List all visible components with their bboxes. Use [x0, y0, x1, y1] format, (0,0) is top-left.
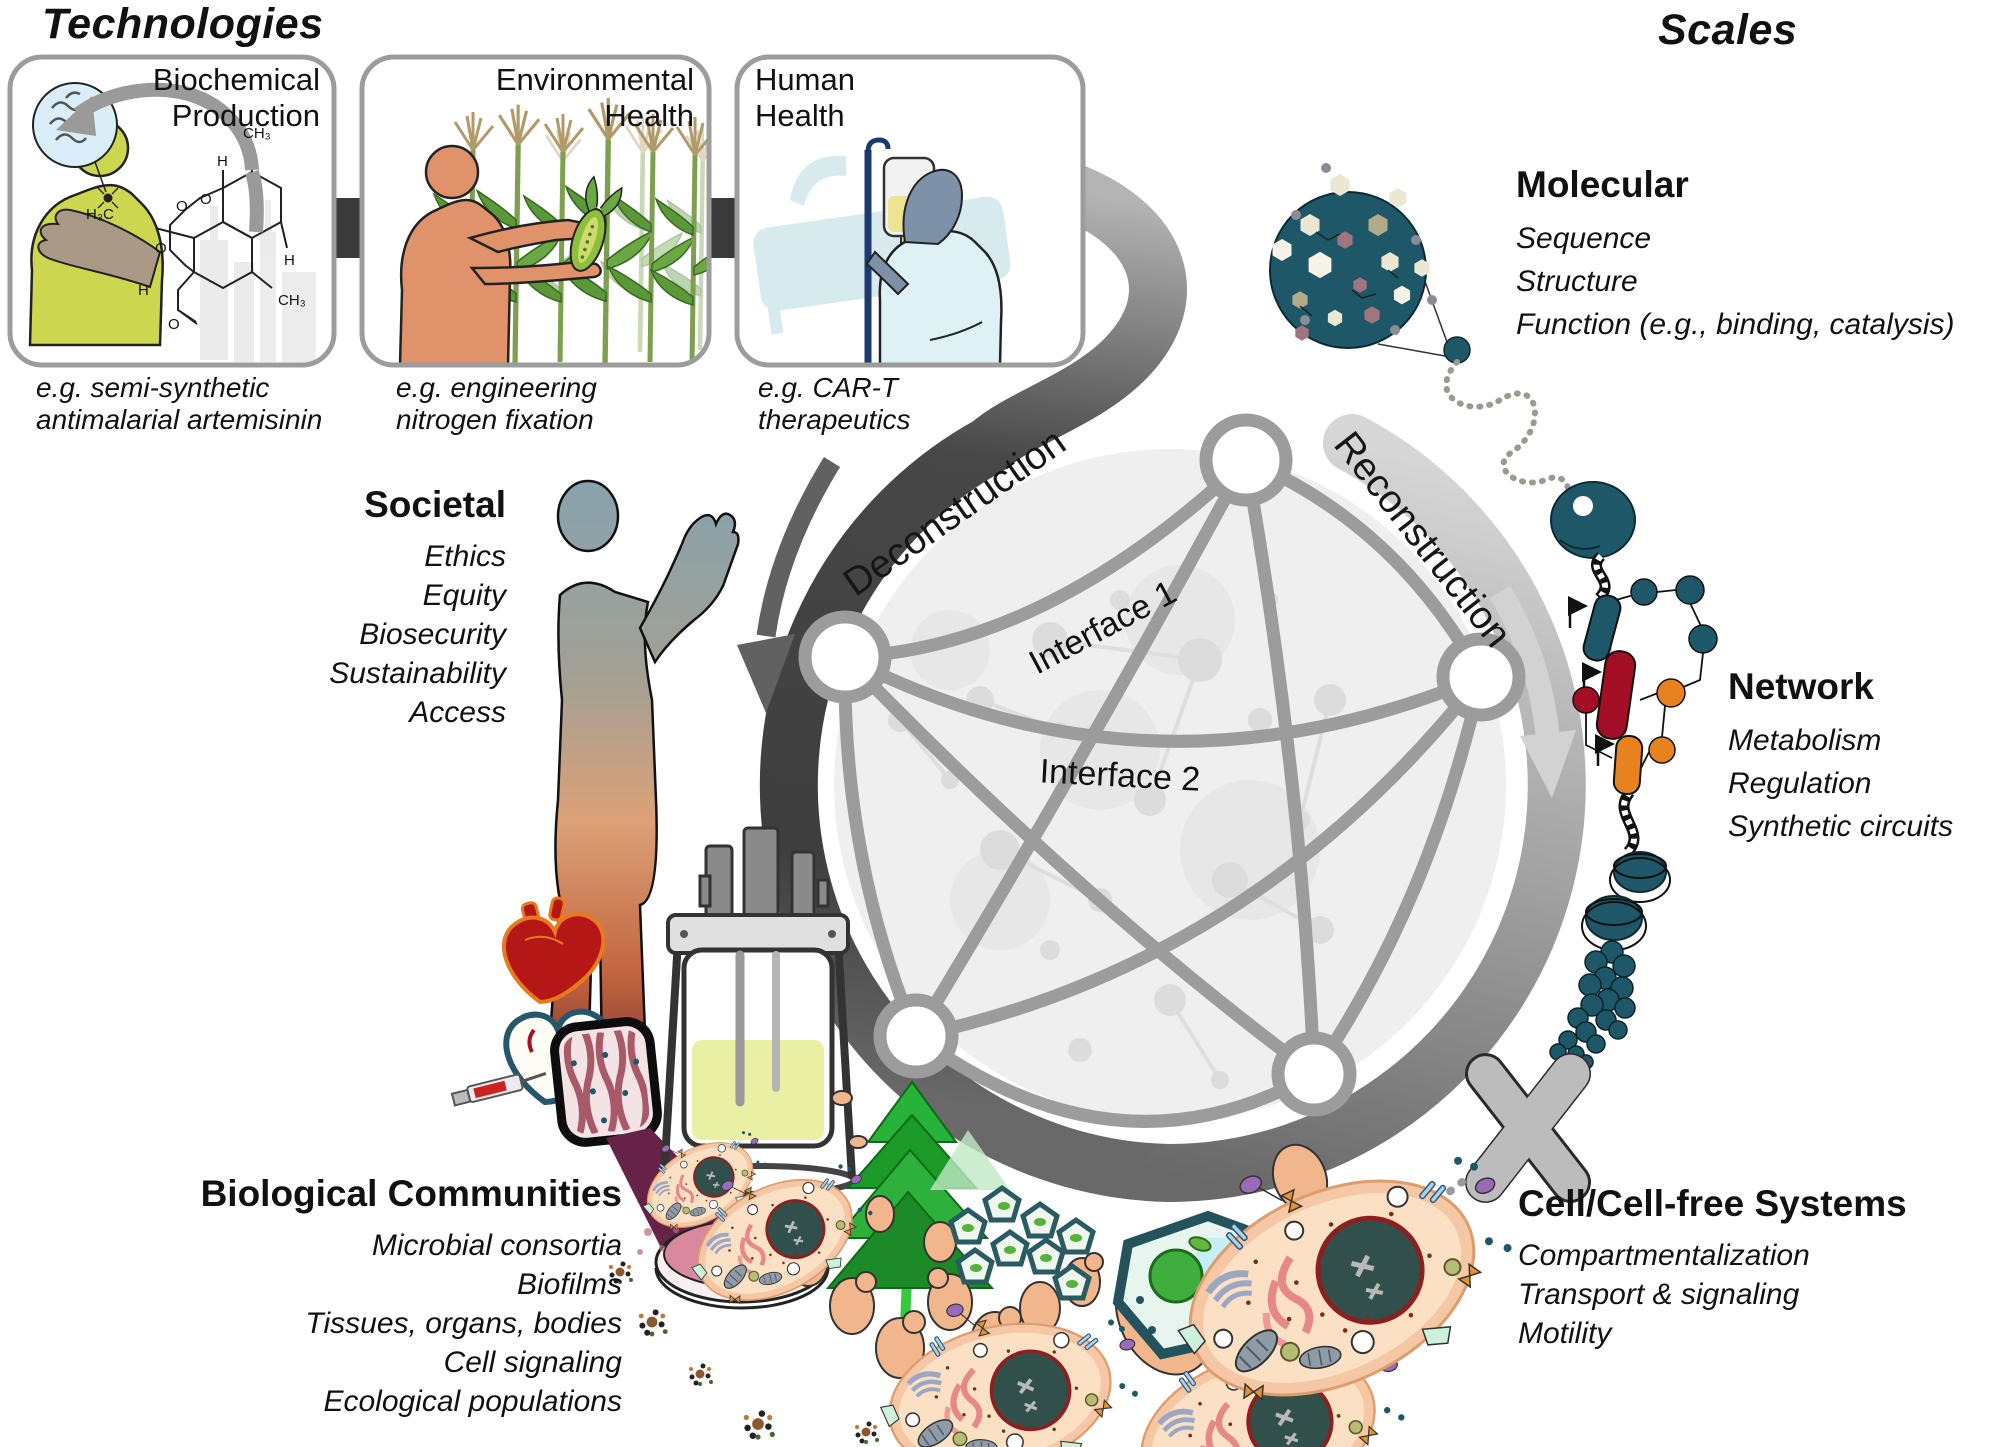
corn-cob: [569, 175, 623, 272]
folded-protein: [1550, 481, 1636, 559]
interface-graph: [838, 454, 1488, 1128]
node-bottom-left: [873, 993, 959, 1079]
gene-block-red: [1595, 650, 1637, 740]
bioreactor: [659, 826, 868, 1197]
chromosome: [1465, 1053, 1591, 1203]
box-biochemical-production: [7, 54, 337, 368]
cycle-arrow-gray: [73, 82, 264, 233]
chromatin-fiber: [1549, 940, 1636, 1070]
gene-circuit: [1568, 552, 1718, 856]
molecule-hexagons: [1272, 163, 1437, 341]
heart-red: [501, 896, 606, 1005]
muscle-tissue-patch: [550, 1017, 662, 1147]
plant-cells-cluster: [948, 1184, 1096, 1301]
node-right: [1436, 632, 1526, 722]
gene-block-teal: [1582, 594, 1622, 662]
nurse: [865, 168, 1003, 365]
molecular-scale-illustration: [1269, 163, 1718, 1236]
reconstruction-arrowhead: [1520, 730, 1576, 798]
factory-ghost: [200, 200, 316, 362]
interface-nodes: [798, 413, 1526, 1117]
gene-block-orange: [1612, 734, 1644, 796]
farmer-orange: [398, 144, 602, 365]
scientist-yellow: [28, 118, 164, 347]
node-left: [798, 610, 892, 704]
syringe: [450, 1072, 547, 1107]
box-human-health: [734, 54, 1086, 368]
node-top: [1199, 413, 1293, 507]
nucleosomes: [1581, 851, 1671, 951]
node-bottom-right: [1271, 1031, 1357, 1117]
peptide-chain: [1443, 359, 1571, 509]
box-environmental-health: [359, 54, 712, 368]
deconstruction-arrowhead: [737, 634, 795, 713]
